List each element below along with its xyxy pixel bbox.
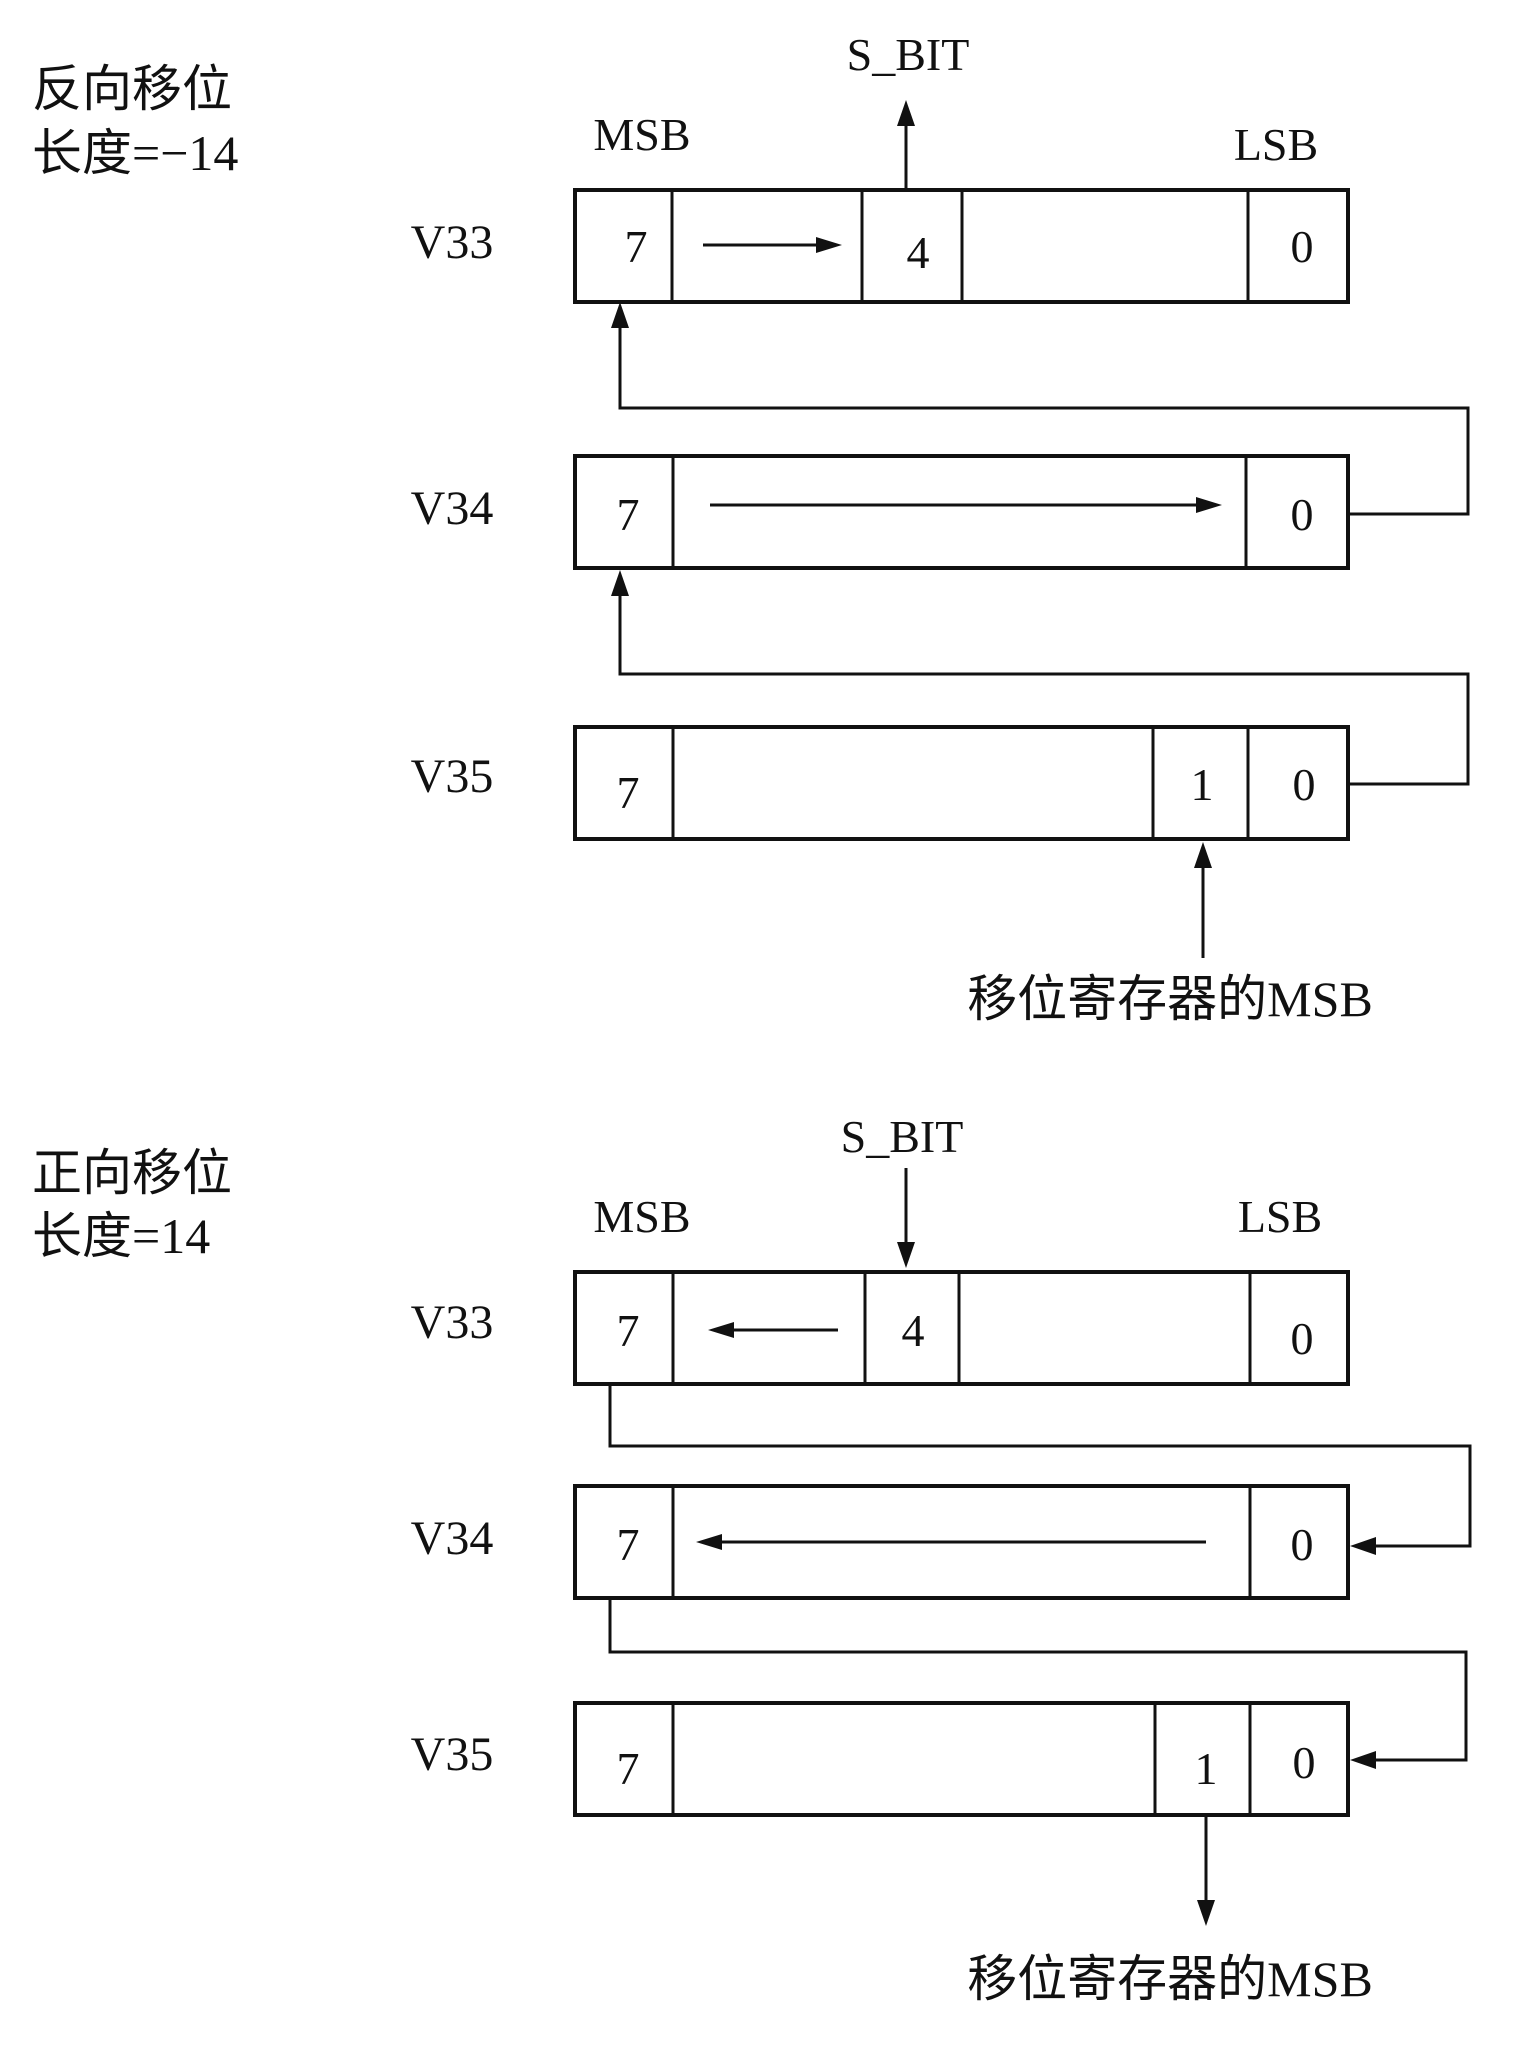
forward-register-msb-pointer-head [1197,1900,1215,1926]
forward-link-v33-to-v34-head [1350,1537,1376,1555]
forward-register-v33: V33 7 4 0 [411,1270,1350,1386]
forward-link-v33-to-v34 [608,1384,1472,1548]
forward-sbit-label: S_BIT [841,1111,964,1162]
register-label-v34: V34 [411,482,494,535]
bit-cell-lsb: 0 [1291,1313,1314,1364]
register-label-v34: V34 [411,1512,494,1565]
bit-cell-sbit: 4 [902,1305,925,1356]
forward-lsb-label: LSB [1238,1191,1322,1242]
register-box [573,725,1350,841]
bit-cell-lsb: 0 [1293,759,1316,810]
bit-cell-msb: 7 [617,1305,640,1356]
reverse-register-v33: V33 7 4 0 [411,188,1350,304]
forward-register-v34: V34 7 0 [411,1484,1350,1600]
forward-msb-label: MSB [593,1191,690,1242]
shift-direction-arrow-head [696,1534,722,1550]
register-label-v33: V33 [411,216,494,269]
register-label-v35: V35 [411,750,494,803]
bit-cell-lsb: 0 [1291,221,1314,272]
bit-cell-sbit: 4 [907,227,930,278]
reverse-link-v34-to-v33-head [611,302,629,328]
bit-cell-msb: 7 [625,221,648,272]
reverse-link-v34-to-v33 [618,322,1470,516]
register-box [573,1701,1350,1817]
reverse-msb-label: MSB [593,109,690,160]
reverse-sbit-label: S_BIT [847,29,970,80]
register-box [573,454,1350,570]
bit-cell-msb: 7 [617,1743,640,1794]
bit-cell-register-msb: 1 [1195,1743,1218,1794]
reverse-sbit-arrow-head [897,100,915,126]
forward-link-v34-to-v35 [608,1598,1468,1762]
reverse-link-v35-to-v34 [618,590,1470,786]
reverse-link-v35-to-v34-head [611,570,629,596]
reverse-title-line1: 反向移位 [32,61,232,117]
forward-link-v34-to-v35-head [1350,1751,1376,1769]
bit-cell-register-msb: 1 [1191,759,1214,810]
bit-cell-msb: 7 [617,489,640,540]
reverse-bottom-note: 移位寄存器的MSB [967,971,1373,1027]
forward-sbit-arrow-head [897,1242,915,1268]
bit-cell-lsb: 0 [1291,1519,1314,1570]
register-label-v35: V35 [411,1728,494,1781]
forward-shift-section: 正向移位 长度=14 S_BIT MSB LSB V33 7 4 0 V34 [32,1111,1472,2007]
shift-direction-arrow-head [708,1322,734,1338]
bit-cell-lsb: 0 [1291,489,1314,540]
reverse-lsb-label: LSB [1234,119,1318,170]
forward-bottom-note: 移位寄存器的MSB [967,1951,1373,2007]
forward-register-v35: V35 7 1 0 [411,1701,1350,1817]
register-label-v33: V33 [411,1296,494,1349]
bit-cell-lsb: 0 [1293,1737,1316,1788]
reverse-title-line2: 长度=−14 [32,125,238,181]
reverse-register-msb-pointer-head [1194,842,1212,868]
bit-cell-msb: 7 [617,1519,640,1570]
forward-title-line1: 正向移位 [32,1145,232,1201]
register-box [573,1270,1350,1386]
shift-direction-arrow-head [1196,497,1222,513]
reverse-shift-section: 反向移位 长度=−14 S_BIT MSB LSB V33 7 4 0 V34 [32,29,1470,1027]
reverse-register-v35: V35 7 1 0 [411,725,1350,841]
shift-direction-arrow-head [816,237,842,253]
bit-cell-msb: 7 [617,767,640,818]
forward-title-line2: 长度=14 [32,1208,210,1264]
reverse-register-v34: V34 7 0 [411,454,1350,570]
